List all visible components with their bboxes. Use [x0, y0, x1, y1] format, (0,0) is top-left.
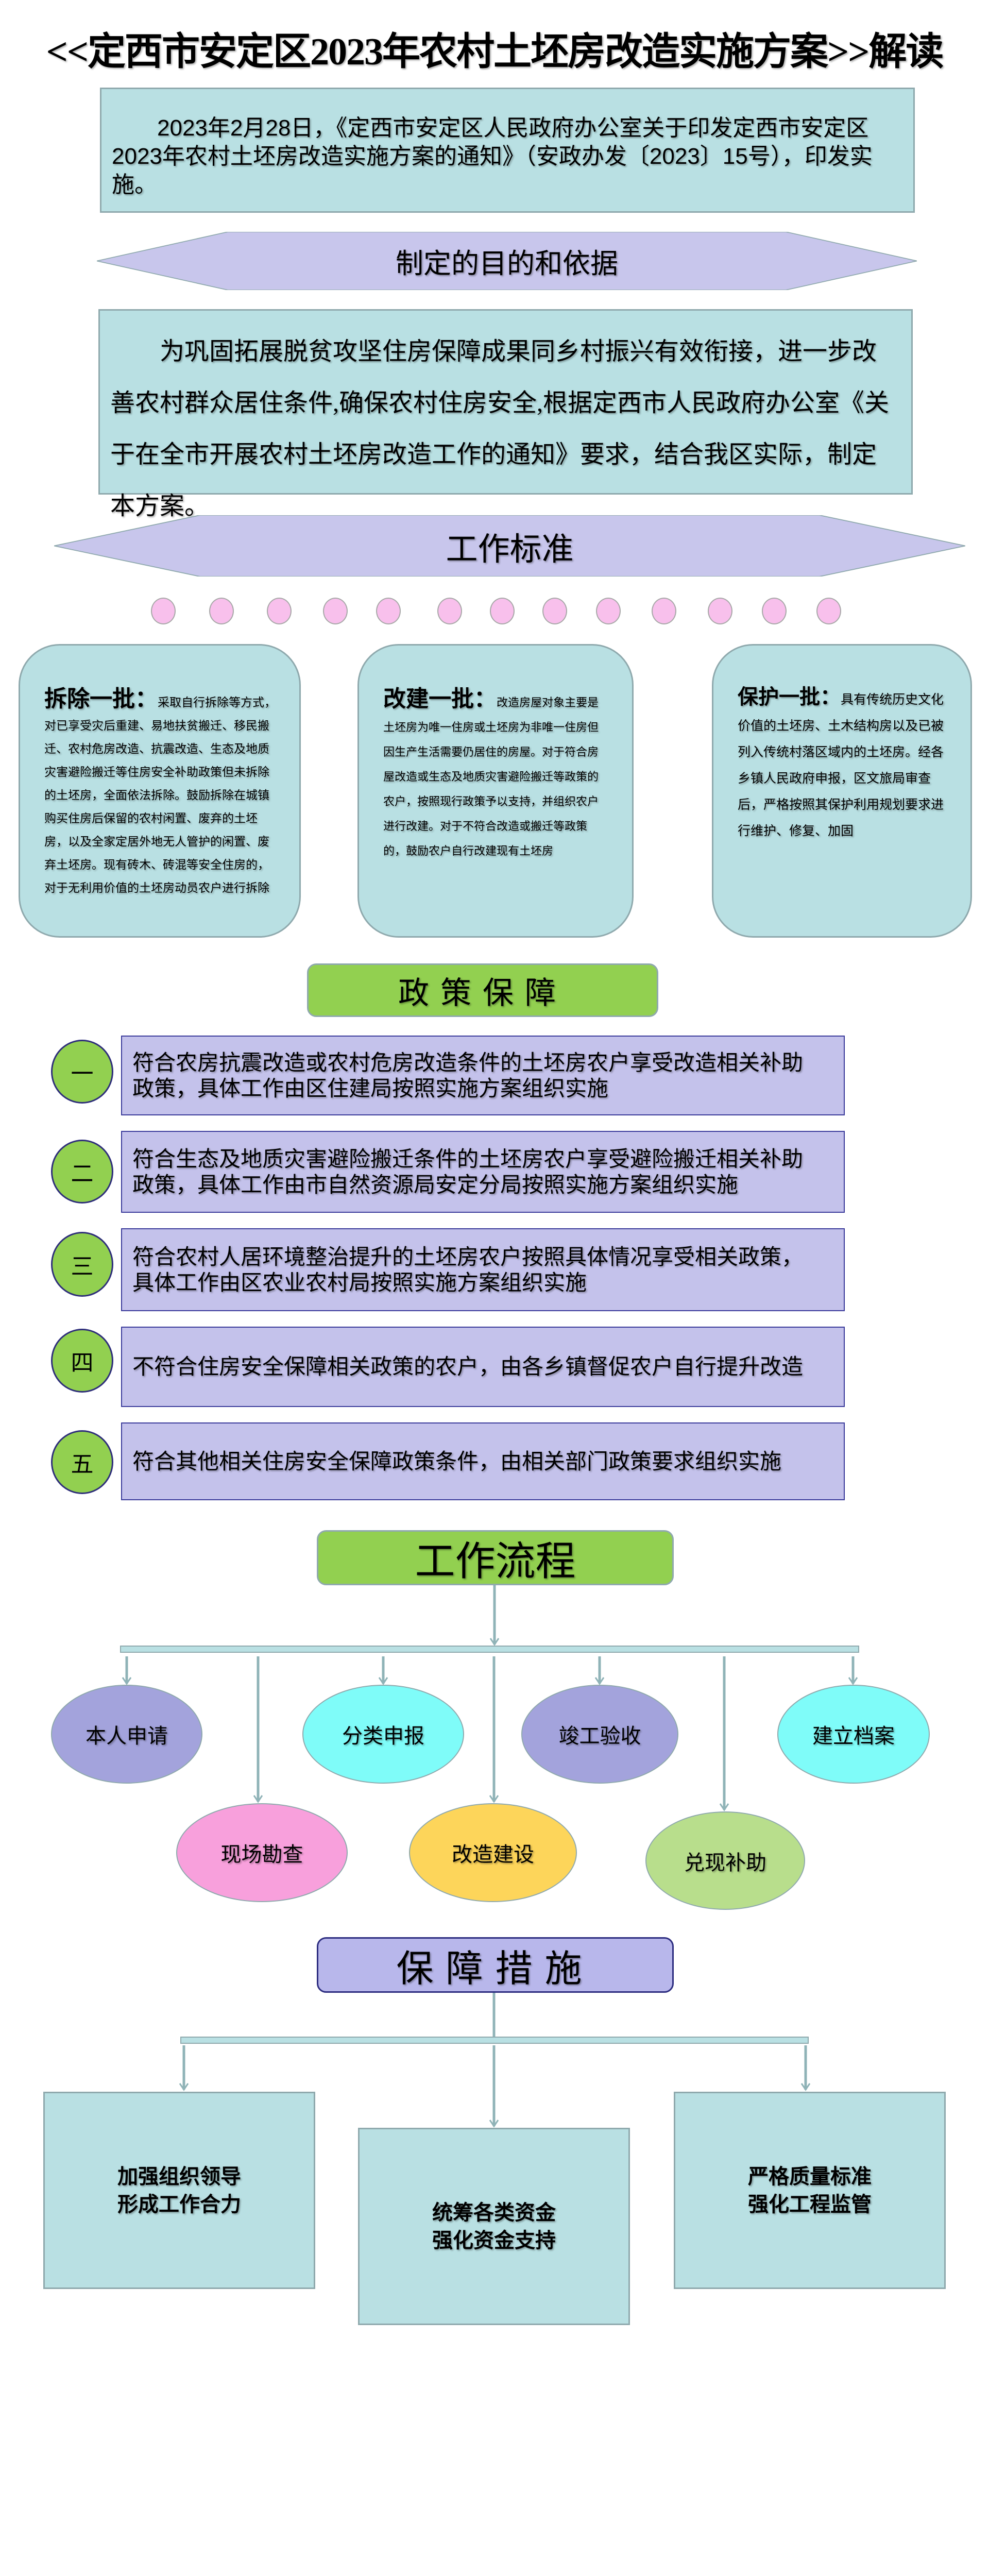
measure-line: 强化工程监管 — [748, 2192, 872, 2216]
policy-number-badge: 一 — [51, 1040, 113, 1104]
standard-card-rebuild: 改建一批：改造房屋对象主要是土坯房为唯一住房或土坯房为非唯一住房但因生产生活需要… — [357, 644, 634, 938]
policy-item: 符合农村人居环境整治提升的土坯房农户按照具体情况享受相关政策，具体工作由区农业农… — [121, 1228, 845, 1311]
policy-heading: 政策保障 — [307, 963, 658, 1017]
standards-heading-banner: 工作标准 — [54, 515, 965, 577]
decorative-dot — [267, 598, 292, 624]
page-title: <<定西市安定区2023年农村土坯房改造实施方案>>解读 — [46, 31, 944, 73]
connector-bar — [120, 1646, 859, 1653]
decorative-dot — [762, 598, 787, 624]
measure-box: 严格质量标准强化工程监管 — [674, 2092, 946, 2289]
card-title: 拆除一批： — [44, 686, 158, 711]
measure-box: 统筹各类资金强化资金支持 — [358, 2128, 630, 2325]
purpose-heading-banner: 制定的目的和依据 — [97, 232, 917, 290]
decorative-dot — [376, 598, 401, 624]
policy-item: 符合农房抗震改造或农村危房改造条件的土坯房农户享受改造相关补助政策，具体工作由区… — [121, 1036, 845, 1115]
decorative-dot — [596, 598, 621, 624]
purpose-text: 为巩固拓展脱贫攻坚住房保障成果同乡村振兴有效衔接，进一步改善农村群众居住条件,确… — [110, 338, 890, 520]
workflow-step: 改造建设 — [409, 1803, 577, 1902]
arrow-head-icon — [122, 1677, 132, 1685]
policy-number-badge: 四 — [51, 1329, 113, 1393]
policy-item: 不符合住房安全保障相关政策的农户，由各乡镇督促农户自行提升改造 — [121, 1327, 845, 1407]
workflow-step: 本人申请 — [51, 1685, 202, 1784]
policy-item: 符合生态及地质灾害避险搬迁条件的土坯房农户享受避险搬迁相关补助政策，具体工作由市… — [121, 1131, 845, 1213]
measure-line: 强化资金支持 — [432, 2228, 556, 2252]
decorative-dot — [490, 598, 515, 624]
measure-line: 统筹各类资金 — [432, 2200, 556, 2224]
decorative-dot — [437, 598, 462, 624]
arrow-head-icon — [378, 1677, 388, 1685]
workflow-heading: 工作流程 — [317, 1530, 674, 1585]
decorative-dot — [708, 598, 732, 624]
hexagon-shape — [97, 232, 917, 290]
policy-number-badge: 二 — [51, 1140, 113, 1204]
workflow-step: 竣工验收 — [521, 1685, 678, 1784]
measure-line: 加强组织领导 — [117, 2164, 241, 2188]
arrow-head-icon — [489, 1638, 500, 1646]
policy-number-badge: 五 — [51, 1430, 113, 1494]
measure-line: 严格质量标准 — [748, 2164, 872, 2188]
standard-card-demolish: 拆除一批：采取自行拆除等方式，对已享受灾后重建、易地扶贫搬迁、移民搬迁、农村危房… — [19, 644, 301, 938]
policy-item: 符合其他相关住房安全保障政策条件，由相关部门政策要求组织实施 — [121, 1422, 845, 1500]
workflow-step: 建立档案 — [777, 1685, 930, 1784]
card-title: 保护一批： — [738, 685, 841, 708]
intro-text: 2023年2月28日，《定西市安定区人民政府办公室关于印发定西市安定区2023年… — [112, 115, 873, 197]
workflow-step: 现场勘查 — [176, 1803, 348, 1902]
standards-heading: 工作标准 — [446, 531, 574, 567]
decorative-dot — [323, 598, 348, 624]
arrow-head-icon — [253, 1795, 263, 1803]
workflow-step: 兑现补助 — [645, 1811, 805, 1910]
arrow-head-icon — [489, 2120, 499, 2128]
decorative-dot — [816, 598, 841, 624]
arrow-head-icon — [800, 2083, 811, 2091]
decorative-dot — [652, 598, 676, 624]
card-text: 具有传统历史文化价值的土坯房、土木结构房以及已被列入传统村落区域内的土坯房。经各… — [738, 693, 944, 838]
measure-line: 形成工作合力 — [117, 2192, 241, 2216]
decorative-dot — [151, 598, 176, 624]
measures-heading: 保障措施 — [317, 1937, 674, 1993]
standard-card-protect: 保护一批：具有传统历史文化价值的土坯房、土木结构房以及已被列入传统村落区域内的土… — [712, 644, 972, 938]
measure-box: 加强组织领导形成工作合力 — [43, 2092, 315, 2289]
decorative-dot — [542, 598, 567, 624]
arrow-head-icon — [719, 1803, 729, 1811]
purpose-box: 为巩固拓展脱贫攻坚住房保障成果同乡村振兴有效衔接，进一步改善农村群众居住条件,确… — [98, 309, 913, 520]
workflow-step: 分类申报 — [302, 1685, 464, 1784]
hexagon-shape — [54, 515, 965, 577]
policy-number-badge: 三 — [51, 1232, 113, 1297]
decorative-dot — [209, 598, 234, 624]
arrow-head-icon — [594, 1677, 605, 1685]
card-text: 采取自行拆除等方式，对已享受灾后重建、易地扶贫搬迁、移民搬迁、农村危房改造、抗震… — [44, 696, 276, 894]
card-text: 改造房屋对象主要是土坯房为唯一住房或土坯房为非唯一住房但因生产生活需要仍居住的房… — [383, 696, 599, 857]
bottom-margin — [0, 2325, 1, 2346]
card-title: 改建一批： — [383, 686, 497, 711]
connector-bar — [180, 2037, 809, 2044]
arrow-head-icon — [848, 1677, 858, 1685]
arrow-head-icon — [179, 2083, 189, 2091]
purpose-heading: 制定的目的和依据 — [396, 248, 618, 279]
intro-box: 2023年2月28日，《定西市安定区人民政府办公室关于印发定西市安定区2023年… — [100, 88, 915, 213]
arrow-head-icon — [489, 1795, 499, 1803]
